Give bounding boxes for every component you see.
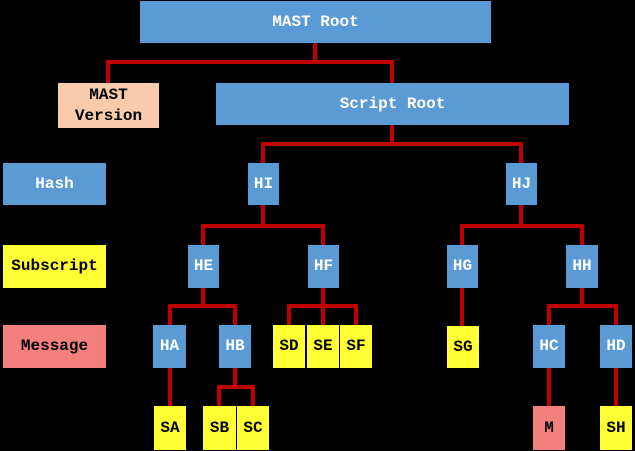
connector-line bbox=[614, 368, 618, 406]
node-sd: SD bbox=[273, 325, 305, 368]
node-sh: SH bbox=[600, 406, 632, 450]
connector-line bbox=[547, 304, 618, 308]
connector-line bbox=[261, 205, 265, 228]
node-label: HG bbox=[452, 257, 473, 276]
connector-line bbox=[580, 288, 584, 308]
node-label: SA bbox=[160, 418, 180, 437]
connector-line bbox=[547, 368, 551, 406]
connector-line bbox=[313, 43, 317, 64]
connector-line bbox=[580, 224, 584, 245]
node-label: HE bbox=[193, 257, 214, 276]
node-label: HJ bbox=[511, 174, 532, 193]
node-label: MAST Root bbox=[272, 12, 359, 31]
node-label: Message bbox=[20, 337, 89, 356]
node-hf: HF bbox=[308, 245, 339, 288]
connector-line bbox=[251, 385, 255, 406]
node-mast-version: MAST Version bbox=[58, 83, 159, 128]
node-label: SF bbox=[346, 337, 366, 356]
connector-line bbox=[217, 385, 221, 406]
connector-line bbox=[201, 224, 325, 228]
node-hi: HI bbox=[248, 163, 279, 205]
connector-line bbox=[217, 385, 255, 389]
node-label: SC bbox=[243, 418, 263, 437]
node-script-root: Script Root bbox=[216, 83, 569, 125]
node-hc: HC bbox=[533, 325, 565, 368]
node-label: HD bbox=[606, 337, 626, 356]
connector-line bbox=[106, 60, 394, 64]
node-label: M bbox=[544, 418, 554, 437]
connector-line bbox=[201, 288, 205, 308]
connector-line bbox=[519, 205, 523, 228]
connector-line bbox=[519, 142, 523, 163]
node-label: HC bbox=[539, 337, 559, 356]
connector-line bbox=[168, 304, 172, 325]
connector-line bbox=[460, 224, 584, 228]
node-hd: HD bbox=[600, 325, 632, 368]
connector-line bbox=[261, 142, 523, 146]
node-label: HB bbox=[225, 337, 245, 356]
node-sa: SA bbox=[154, 406, 186, 450]
connector-line bbox=[460, 224, 464, 245]
node-label: HF bbox=[313, 257, 334, 276]
connector-line bbox=[390, 60, 394, 83]
connector-line bbox=[547, 304, 551, 325]
node-label: SD bbox=[279, 337, 299, 356]
node-label: SH bbox=[606, 418, 626, 437]
node-row-label-hash: Hash bbox=[3, 163, 106, 205]
node-sg: SG bbox=[447, 326, 479, 368]
node-m: M bbox=[533, 406, 565, 450]
connector-line bbox=[287, 304, 358, 308]
connector-line bbox=[168, 304, 237, 308]
node-se: SE bbox=[307, 325, 339, 368]
node-mast-root: MAST Root bbox=[140, 1, 491, 43]
node-he: HE bbox=[188, 245, 219, 288]
node-label: HH bbox=[572, 257, 592, 276]
connector-line bbox=[460, 288, 464, 326]
connector-line bbox=[287, 304, 291, 325]
connector-line bbox=[168, 368, 172, 406]
node-hg: HG bbox=[447, 245, 478, 288]
node-sb: SB bbox=[203, 406, 236, 450]
node-ha: HA bbox=[153, 325, 186, 368]
node-label: Subscript bbox=[11, 257, 98, 276]
node-hb: HB bbox=[219, 325, 251, 368]
node-label: MAST Version bbox=[74, 85, 143, 125]
connector-line bbox=[261, 142, 265, 163]
connector-line bbox=[233, 368, 237, 389]
node-hh: HH bbox=[566, 245, 598, 288]
node-label: SB bbox=[209, 418, 230, 437]
connector-line bbox=[106, 60, 110, 83]
node-sc: SC bbox=[237, 406, 269, 450]
connector-line bbox=[321, 224, 325, 245]
connector-line bbox=[201, 224, 205, 245]
connector-line bbox=[614, 304, 618, 325]
node-label: SE bbox=[313, 337, 333, 356]
node-sf: SF bbox=[340, 325, 372, 368]
node-label: HA bbox=[159, 337, 180, 356]
node-row-label-message: Message bbox=[3, 325, 106, 368]
connector-line bbox=[390, 125, 394, 146]
node-hj: HJ bbox=[506, 163, 537, 205]
connector-line bbox=[354, 304, 358, 325]
connector-line bbox=[233, 304, 237, 325]
node-row-label-subscript: Subscript bbox=[3, 245, 106, 288]
node-label: Script Root bbox=[339, 94, 446, 113]
node-label: HI bbox=[253, 174, 274, 193]
node-label: Hash bbox=[35, 174, 74, 193]
node-label: SG bbox=[453, 337, 473, 356]
